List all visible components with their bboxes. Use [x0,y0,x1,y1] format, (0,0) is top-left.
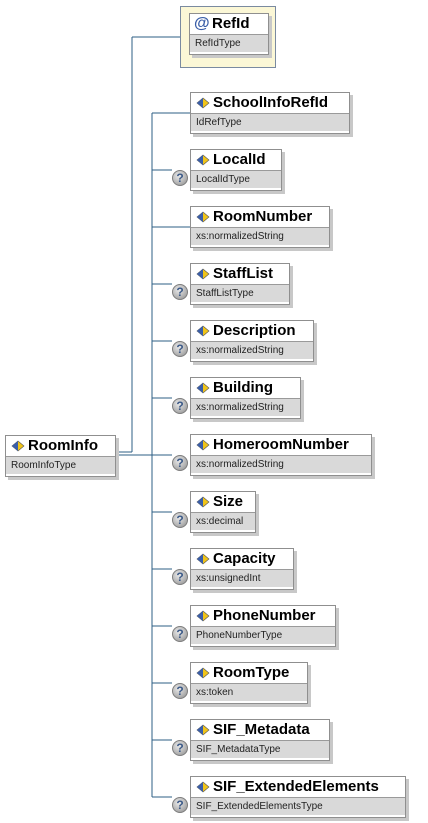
element-node-roomnumber[interactable]: RoomNumber xs:normalizedString [190,206,330,248]
optional-question-icon: ? [172,455,188,471]
element-type: xs:decimal [191,512,255,530]
element-name: Capacity [213,550,276,567]
element-type: PhoneNumberType [191,626,335,644]
element-type: LocalIdType [191,170,281,188]
element-diamond-icon [196,610,210,622]
element-diamond-icon [196,154,210,166]
element-name: RoomNumber [213,208,313,225]
optional-question-icon: ? [172,512,188,528]
element-type: xs:normalizedString [191,455,371,473]
attribute-container: @ RefId RefIdType [180,6,276,68]
root-node-roominfo[interactable]: RoomInfo RoomInfoType [5,435,116,477]
element-name: Description [213,322,296,339]
element-name: HomeroomNumber [213,436,349,453]
element-node-building[interactable]: Building xs:normalizedString [190,377,301,419]
element-diamond-icon [196,268,210,280]
optional-question-icon: ? [172,626,188,642]
attribute-name: RefId [212,15,250,32]
element-name: Size [213,493,244,510]
element-diamond-icon [196,97,210,109]
element-node-homeroomnumber[interactable]: HomeroomNumber xs:normalizedString [190,434,372,476]
element-diamond-icon [196,553,210,565]
optional-question-icon: ? [172,569,188,585]
element-type: IdRefType [191,113,349,131]
element-diamond-icon [196,325,210,337]
element-name: PhoneNumber [213,607,316,624]
element-type: xs:normalizedString [191,341,313,359]
element-diamond-icon [196,211,210,223]
element-type: xs:normalizedString [191,227,329,245]
element-name: StaffList [213,265,273,282]
optional-question-icon: ? [172,683,188,699]
root-name: RoomInfo [28,437,98,454]
element-name: SIF_ExtendedElements [213,778,379,795]
element-node-capacity[interactable]: Capacity xs:unsignedInt [190,548,294,590]
element-diamond-icon [196,439,210,451]
element-name: SIF_Metadata [213,721,310,738]
element-type: xs:normalizedString [191,398,300,416]
optional-question-icon: ? [172,797,188,813]
element-node-size[interactable]: Size xs:decimal [190,491,256,533]
element-type: StaffListType [191,284,289,302]
element-diamond-icon [196,781,210,793]
element-diamond-icon [11,440,25,452]
element-diamond-icon [196,382,210,394]
element-type: SIF_ExtendedElementsType [191,797,405,815]
attribute-type: RefIdType [190,34,268,52]
attribute-node-refid[interactable]: @ RefId RefIdType [189,13,269,55]
element-type: xs:unsignedInt [191,569,293,587]
optional-question-icon: ? [172,341,188,357]
root-type: RoomInfoType [6,456,115,474]
element-name: LocalId [213,151,266,168]
element-name: RoomType [213,664,290,681]
attribute-at-icon: @ [194,15,210,32]
element-diamond-icon [196,667,210,679]
element-name: SchoolInfoRefId [213,94,328,111]
optional-question-icon: ? [172,170,188,186]
element-node-roomtype[interactable]: RoomType xs:token [190,662,308,704]
element-type: SIF_MetadataType [191,740,329,758]
element-diamond-icon [196,496,210,508]
optional-question-icon: ? [172,284,188,300]
element-node-description[interactable]: Description xs:normalizedString [190,320,314,362]
element-name: Building [213,379,273,396]
optional-question-icon: ? [172,740,188,756]
element-type: xs:token [191,683,307,701]
element-diamond-icon [196,724,210,736]
optional-question-icon: ? [172,398,188,414]
